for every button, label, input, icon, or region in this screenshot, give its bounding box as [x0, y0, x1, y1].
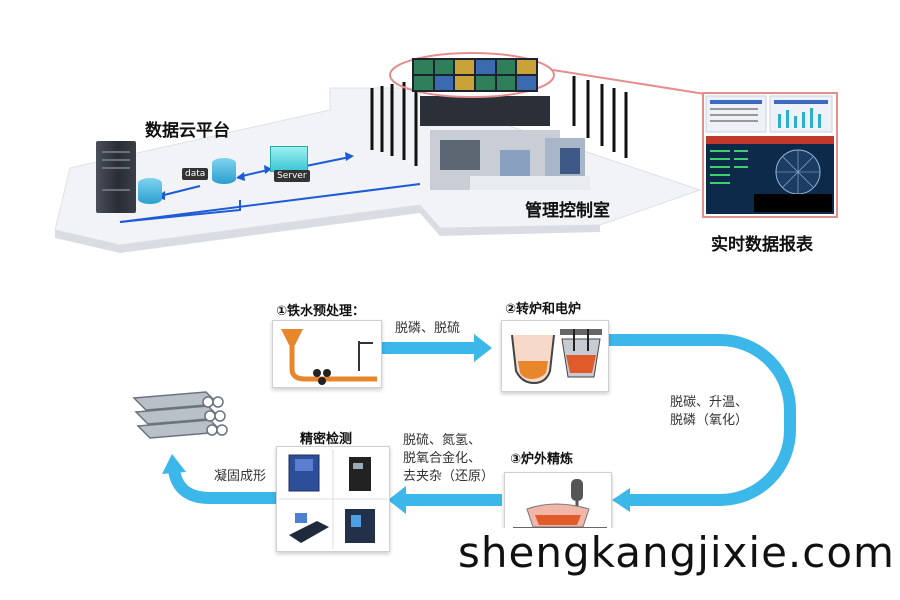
database-icon	[212, 158, 236, 184]
step-1-image	[272, 320, 382, 388]
step-2-note-line-1: 脱碳、升温、	[670, 395, 749, 410]
step-2-image	[501, 320, 609, 392]
monitor-wall	[412, 58, 538, 92]
inspection-image	[276, 446, 390, 552]
control-room-title: 管理控制室	[525, 201, 610, 221]
realtime-report-title: 实时数据报表	[711, 235, 813, 255]
process-flow-arrows	[162, 334, 796, 514]
step-2-title: ②转炉和电炉	[505, 302, 582, 317]
step-1-note: 脱磷、脱硫	[395, 321, 461, 336]
report-dashboard-graphic	[705, 95, 834, 214]
step-2-note-line-2: 脱磷（氧化）	[670, 413, 749, 428]
step-3-note-line-1: 脱硫、氮氢、	[403, 433, 482, 448]
step-3-note-line-2: 脱氧合金化、	[403, 451, 482, 466]
inspection-title: 精密检测	[300, 432, 353, 447]
realtime-report-panel	[702, 92, 838, 218]
step-3-note-line-3: 去夹杂（还原）	[403, 469, 495, 484]
step-3-title: ③炉外精炼	[510, 452, 574, 467]
step-1-title: ①铁水预处理：	[276, 304, 366, 319]
cloud-platform-title: 数据云平台	[145, 121, 230, 141]
data-tag: data	[182, 168, 209, 180]
converter-and-electric-furnace-graphic	[511, 329, 602, 385]
server-tag: Server	[274, 170, 310, 182]
precision-inspection-graphic	[279, 449, 387, 549]
server-icon	[270, 146, 308, 172]
steel-pipes-graphic	[132, 391, 228, 439]
inspection-note: 凝固成形	[214, 469, 267, 484]
hot-metal-pretreatment-graphic	[281, 329, 377, 385]
watermark-text: shengkangjixie.com	[452, 528, 900, 577]
cloud-platform-scene: data Server 数据云平台 管理控制室	[0, 0, 900, 260]
database-icon	[138, 178, 162, 204]
floor-slab	[54, 52, 706, 253]
server-rack-icon	[96, 141, 136, 213]
